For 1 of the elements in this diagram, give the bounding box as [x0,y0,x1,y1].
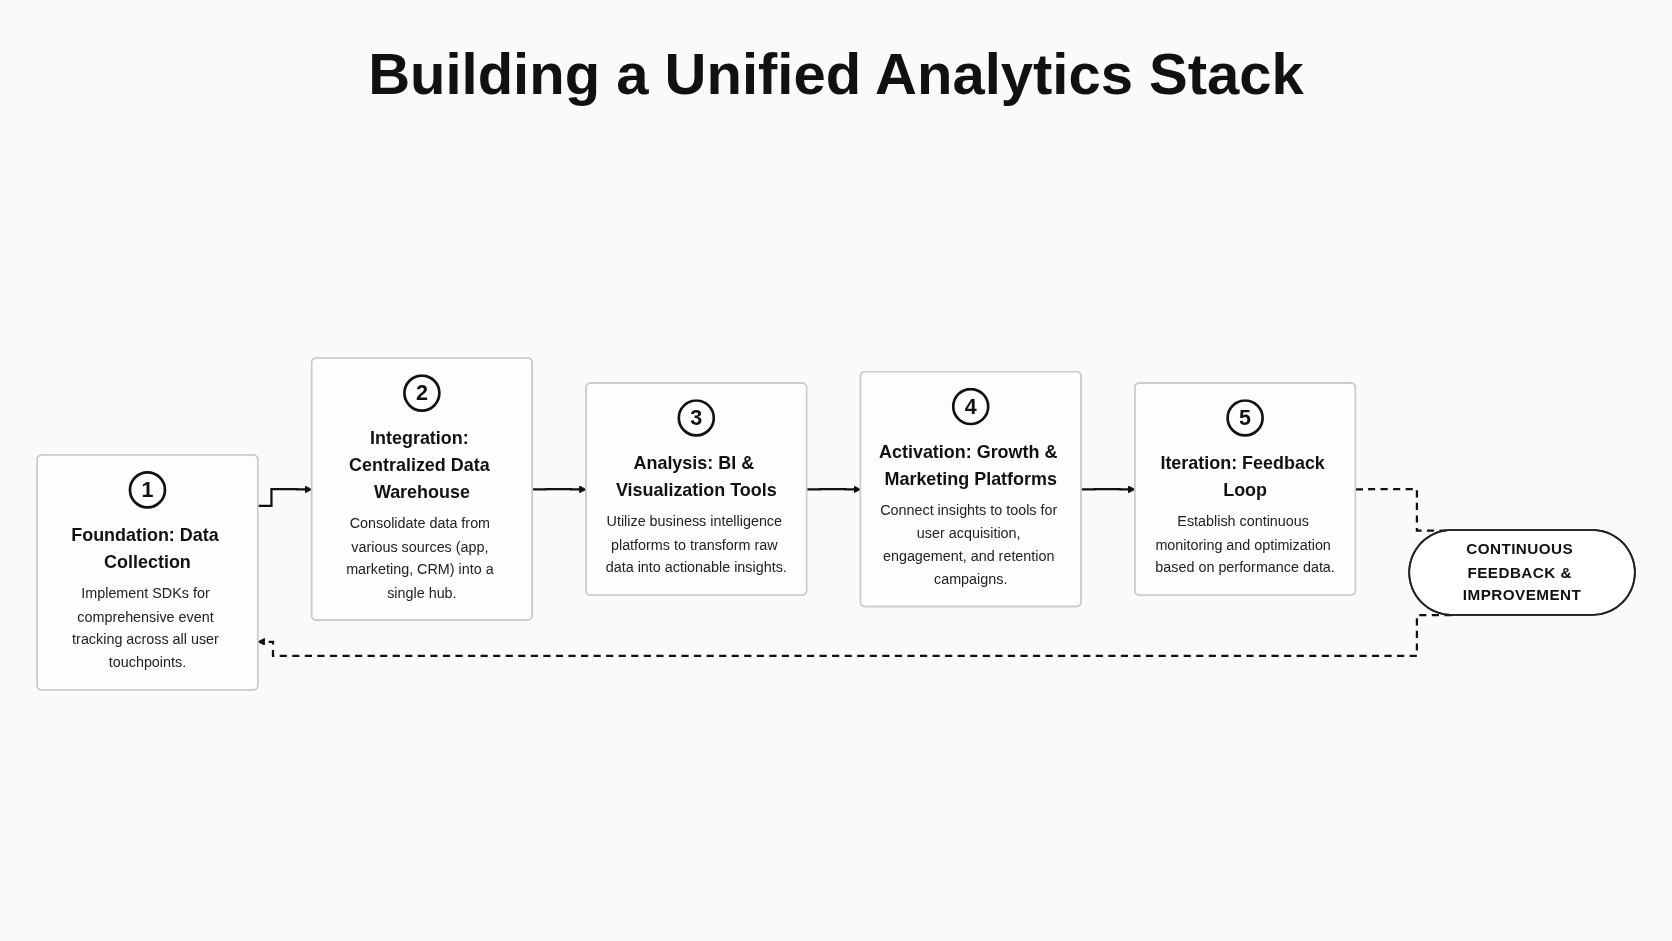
diagram-title: Building a Unified Analytics Stack [368,40,1304,107]
